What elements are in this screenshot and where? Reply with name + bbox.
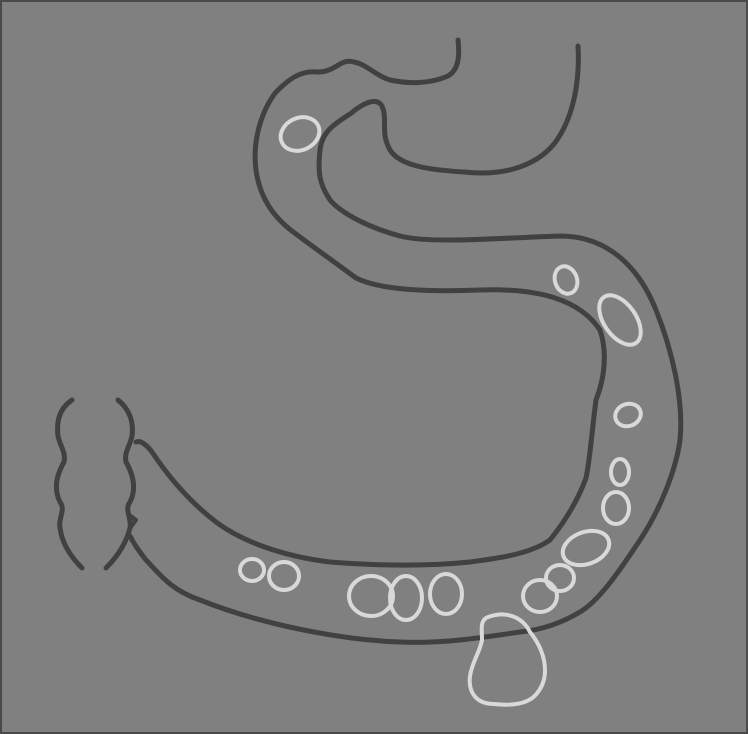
nodule-bottom-1 xyxy=(560,528,612,568)
nodule-right-2 xyxy=(597,293,643,347)
nodule-right-3 xyxy=(613,401,643,429)
nodule-right-5 xyxy=(601,490,631,526)
outer-wall-line xyxy=(133,37,607,568)
nodule-top-left xyxy=(278,115,322,153)
nodule-right-4 xyxy=(609,457,631,487)
inner-wall-line xyxy=(127,43,684,645)
left-end-notch xyxy=(126,512,138,530)
nodule-left-2 xyxy=(238,557,266,583)
nodule-bottom-6 xyxy=(347,574,395,618)
nodule-bottom-5 xyxy=(388,574,424,622)
left-end-cut-outer xyxy=(54,397,85,571)
protruding-mass xyxy=(467,612,547,707)
nodule-bottom-3 xyxy=(521,578,559,614)
nodule-right-1 xyxy=(552,264,580,296)
nodule-left-1 xyxy=(267,560,301,592)
left-end-cut-inner xyxy=(103,397,136,571)
nodule-bottom-2 xyxy=(544,563,576,593)
nodule-bottom-4 xyxy=(428,572,464,616)
